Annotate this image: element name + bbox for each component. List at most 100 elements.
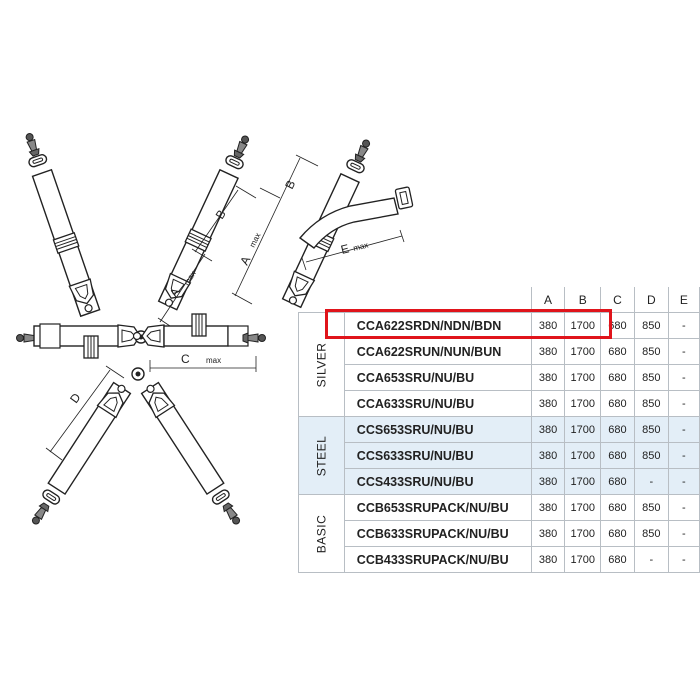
table-row: CCB633SRUPACK/NU/BU 380 1700 680 850 - [299,520,700,547]
model-name: CCA622SRUN/NUN/BUN [343,338,532,365]
dimension-label-d: D [67,390,84,406]
group-label-basic: BASIC [298,494,345,573]
value-b: 1700 [564,364,601,391]
value-b: 1700 [564,390,601,417]
value-a: 380 [530,364,566,391]
value-b: 1700 [564,442,601,469]
value-b: 1700 [564,312,601,339]
value-a: 380 [530,546,566,573]
value-d: 850 [633,494,669,521]
table-header-row: A B C D E [299,287,700,313]
dimension-label-e: E [339,241,350,257]
dimension-label-max-a-right: max [248,231,263,249]
value-e: - [667,364,700,391]
table-row: CCB433SRUPACK/NU/BU 380 1700 680 - - [299,546,700,573]
value-a: 380 [530,468,566,495]
value-c: 680 [599,442,635,469]
column-header-a: A [530,287,566,313]
value-c: 680 [599,390,635,417]
group-label-steel: STEEL [298,416,345,495]
dimension-label-a-right: A [237,254,253,267]
crotch-strap-right [138,379,243,527]
table-row: CCS633SRU/NU/BU 380 1700 680 850 - [299,442,700,469]
value-d: 850 [633,416,669,443]
crotch-strap-left [29,379,134,527]
table-row: BASIC CCB653SRUPACK/NU/BU 380 1700 680 8… [298,494,700,573]
column-header-d: D [633,287,669,313]
value-c: 680 [599,416,635,443]
value-e: - [667,416,700,443]
value-d: - [633,546,669,573]
value-c: 680 [599,338,635,365]
table-row: CCA653SRU/NU/BU 380 1700 680 850 - [299,364,700,391]
table-row: CCA633SRU/NU/BU 380 1700 680 850 - [299,390,700,417]
value-a: 380 [530,390,566,417]
model-name: CCS653SRU/NU/BU [343,416,532,443]
value-e: - [667,520,700,547]
table-row: CCA622SRUN/NUN/BUN 380 1700 680 850 - [299,338,700,365]
model-name: CCB433SRUPACK/NU/BU [343,546,532,573]
value-c: 680 [599,494,635,521]
dimension-label-b-right: B [282,178,298,191]
value-d: 850 [633,338,669,365]
model-name: CCS433SRU/NU/BU [343,468,532,495]
value-e: - [667,442,700,469]
value-a: 380 [530,416,566,443]
column-header-b: B [564,287,601,313]
value-b: 1700 [564,416,601,443]
dimension-label-max-c: max [206,356,221,365]
value-d: 850 [633,520,669,547]
value-a: 380 [530,442,566,469]
model-name: CCB653SRUPACK/NU/BU [343,494,532,521]
dimension-d [45,365,125,461]
value-d: - [633,468,669,495]
value-e: - [667,468,700,495]
value-c: 680 [599,546,635,573]
shoulder-belt-left [156,133,252,312]
model-name: CCA633SRU/NU/BU [343,390,532,417]
table-row: STEEL CCS653SRU/NU/BU 380 1700 680 850 - [298,416,700,495]
value-c: 680 [599,520,635,547]
value-b: 1700 [564,520,601,547]
table-row: CCS433SRU/NU/BU 380 1700 680 - - [299,468,700,495]
value-a: 380 [530,494,566,521]
value-b: 1700 [564,494,601,521]
value-c: 680 [599,468,635,495]
value-e: - [667,338,700,365]
dimension-b-right [231,154,405,305]
table-row: SILVER CCA622SRDN/NDN/BDN 380 1700 680 8… [298,312,700,417]
value-e: - [667,546,700,573]
value-d: 850 [633,312,669,339]
value-d: 850 [633,364,669,391]
value-c: 680 [599,312,635,339]
value-d: 850 [633,390,669,417]
dimension-b-left [157,185,257,331]
group-label-silver: SILVER [298,312,345,417]
value-b: 1700 [564,468,601,495]
column-header-c: C [599,287,635,313]
value-a: 380 [530,520,566,547]
value-e: - [667,390,700,417]
lap-belt-horizontal-left [16,323,150,359]
value-e: - [667,312,700,339]
model-name: CCB633SRUPACK/NU/BU [343,520,532,547]
model-name: CCA653SRU/NU/BU [343,364,532,391]
value-c: 680 [599,364,635,391]
value-b: 1700 [564,338,601,365]
sub-strap-e [298,186,414,249]
value-d: 850 [633,442,669,469]
lap-belt-horizontal-right [132,313,266,348]
lap-belt-left [23,131,101,318]
dimension-c [149,356,257,372]
value-a: 380 [530,312,566,339]
value-e: - [667,494,700,521]
model-name: CCA622SRDN/NDN/BDN [343,312,532,339]
model-name: CCS633SRU/NU/BU [343,442,532,469]
spec-table: A B C D E SILVER CCA622SRDN/NDN/BDN 380 … [298,287,700,573]
column-header-e: E [667,287,700,313]
value-a: 380 [530,338,566,365]
dimension-label-c: C [181,352,190,366]
dimension-label-max-e: max [352,241,369,253]
value-b: 1700 [564,546,601,573]
